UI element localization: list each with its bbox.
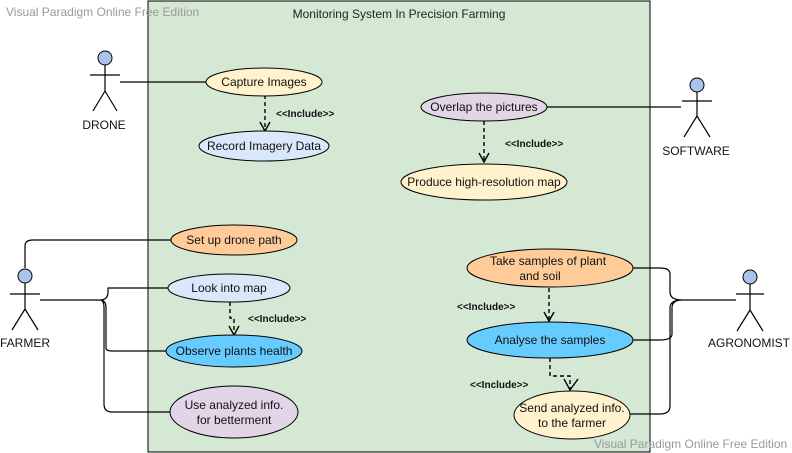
use-case-analyse-samples[interactable]: Analyse the samples [466, 321, 634, 359]
use-case-look-into-map[interactable]: Look into map [167, 273, 291, 303]
actor-body-icon [90, 65, 120, 112]
actor-head-icon [742, 269, 758, 285]
system-title: Monitoring System In Precision Farming [293, 7, 506, 21]
use-case-label: Look into map [191, 281, 267, 295]
use-case-label: Set up drone path [186, 233, 281, 247]
actor-head-icon [17, 268, 33, 284]
include-arrow-analyse-send [549, 358, 571, 389]
use-case-label: Capture Images [221, 75, 306, 89]
use-case-label-line1: Take samples of plant [490, 254, 607, 268]
actor-label: AGRONOMIST [708, 336, 791, 350]
actor-agronomist[interactable]: AGRONOMIST [708, 269, 791, 350]
use-case-label: Observe plants health [176, 344, 293, 358]
actor-drone[interactable]: DRONE [82, 50, 126, 132]
use-case-capture-images[interactable]: Capture Images [205, 67, 323, 97]
use-case-use-analyzed-info[interactable]: Use analyzed info. for betterment [169, 385, 299, 439]
actor-body-icon [736, 284, 764, 332]
use-case-setup-drone-path[interactable]: Set up drone path [170, 224, 298, 256]
use-case-label: Analyse the samples [495, 333, 606, 347]
actor-software[interactable]: SOFTWARE [662, 77, 730, 158]
use-case-observe-health[interactable]: Observe plants health [165, 334, 303, 368]
use-case-label-line1: Send analyzed info. [519, 401, 624, 415]
use-case-label-line2: for betterment [197, 413, 272, 427]
include-label-3: <<Include>> [248, 314, 307, 325]
actor-body-icon [682, 92, 712, 138]
actor-label: SOFTWARE [662, 144, 730, 158]
use-case-label: Record Imagery Data [207, 139, 321, 153]
include-arrowhead-analyse-send [563, 378, 579, 392]
actor-farmer[interactable]: FARMER [0, 268, 50, 350]
use-case-label-line1: Use analyzed info. [185, 398, 284, 412]
use-case-overlap-pictures[interactable]: Overlap the pictures [420, 92, 548, 122]
assoc-agronomist-bracket [630, 267, 736, 415]
actor-body-icon [10, 283, 40, 331]
watermark-bottom: Visual Paradigm Online Free Edition [594, 437, 787, 451]
use-case-send-analyzed-info[interactable]: Send analyzed info. to the farmer [513, 390, 631, 440]
actor-head-icon [97, 50, 113, 66]
use-case-take-samples[interactable]: Take samples of plant and soil [466, 248, 634, 288]
assoc-farmer-bracket [40, 287, 170, 413]
actor-head-icon [689, 77, 705, 93]
include-label-4: <<Include>> [457, 302, 516, 313]
use-case-label: Produce high-resolution map [407, 175, 561, 189]
use-case-label: Overlap the pictures [430, 100, 537, 114]
include-arrowhead-take-analyse [543, 311, 555, 323]
include-arrow-look-observe [229, 302, 235, 332]
use-case-produce-map[interactable]: Produce high-resolution map [400, 163, 568, 201]
actor-label: FARMER [0, 336, 50, 350]
include-label-5: <<Include>> [470, 380, 529, 391]
assoc-farmer-setup [24, 239, 172, 268]
include-label-2: <<Include>> [505, 139, 564, 150]
use-case-label-line2: to the farmer [538, 416, 606, 430]
watermark-top: Visual Paradigm Online Free Edition [6, 5, 199, 19]
include-label-1: <<Include>> [276, 109, 335, 120]
use-case-record-imagery[interactable]: Record Imagery Data [198, 130, 330, 162]
include-arrowhead-overlap-produce [478, 152, 490, 164]
use-case-label-line2: and soil [519, 269, 560, 283]
actor-label: DRONE [82, 118, 125, 132]
